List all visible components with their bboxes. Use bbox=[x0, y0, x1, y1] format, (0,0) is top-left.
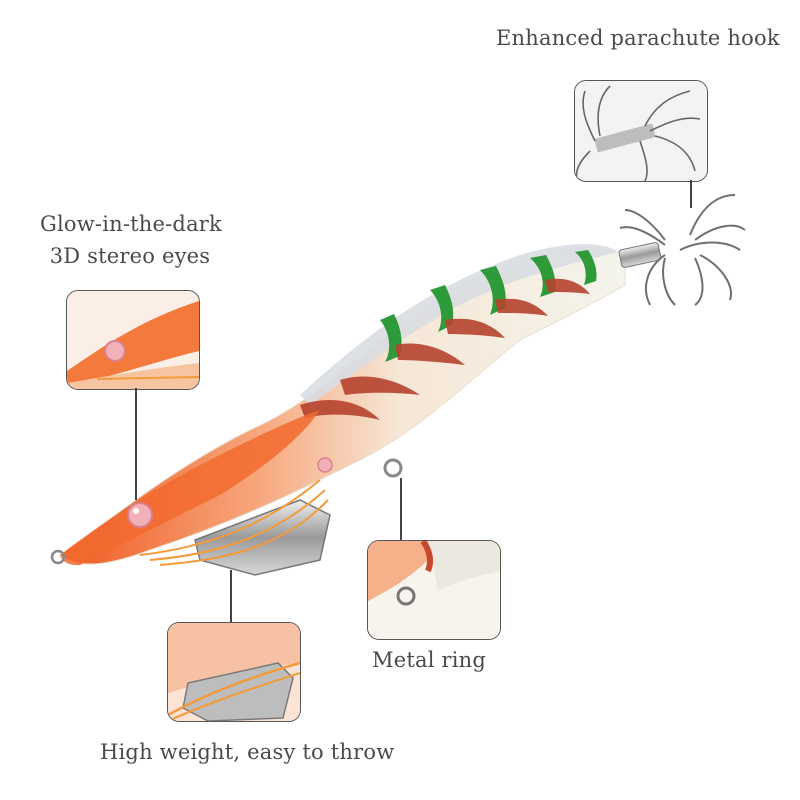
hook-label: Enhanced parachute hook bbox=[496, 26, 780, 50]
eyes-callout bbox=[66, 290, 200, 390]
eyes-label: Glow-in-the-dark 3D stereo eyes bbox=[40, 212, 222, 268]
eyes-label-line2: 3D stereo eyes bbox=[49, 244, 211, 268]
parachute-hook bbox=[619, 194, 746, 306]
head-shell bbox=[60, 410, 320, 566]
hook-leader-line bbox=[690, 180, 692, 208]
eyes-label-line1: Glow-in-the-dark bbox=[40, 212, 222, 236]
eyes-leader-line bbox=[135, 388, 137, 500]
hook-callout bbox=[574, 80, 708, 182]
ring-callout bbox=[367, 540, 501, 640]
weight-callout bbox=[167, 622, 301, 722]
ring-label: Metal ring bbox=[372, 648, 487, 672]
orange-feelers bbox=[139, 479, 329, 566]
ring-leader-line bbox=[400, 478, 402, 540]
glow-eye bbox=[127, 502, 153, 528]
weight-leader-line bbox=[230, 570, 232, 622]
metal-ring bbox=[383, 458, 403, 478]
line-tie-ring bbox=[50, 549, 66, 565]
glitter-back bbox=[300, 244, 618, 405]
red-stripes bbox=[300, 278, 590, 420]
weight-label: High weight, easy to throw bbox=[100, 740, 395, 764]
